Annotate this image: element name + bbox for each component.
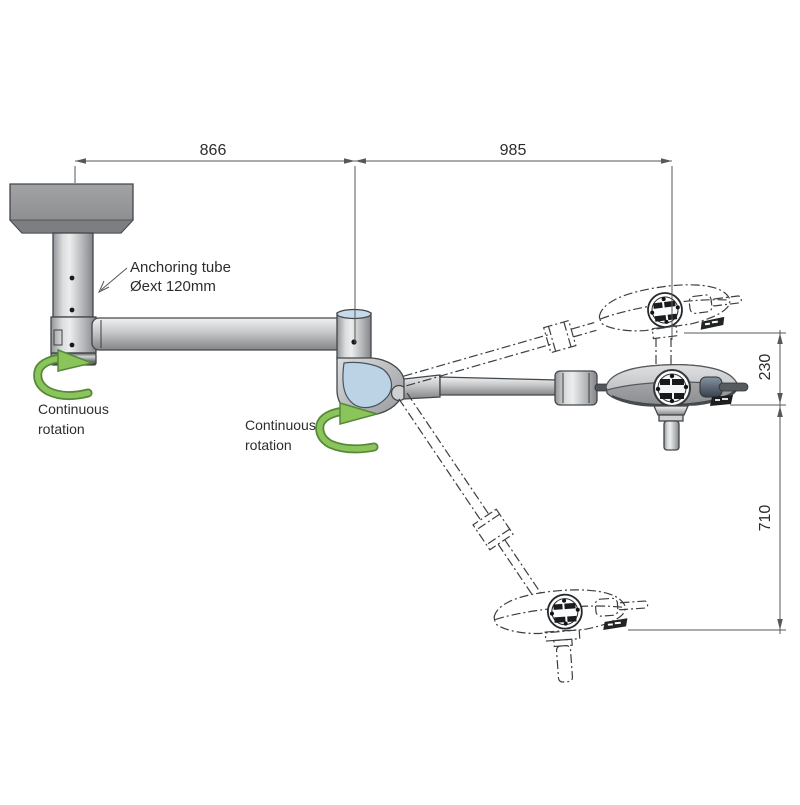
- screw-dot: [69, 275, 75, 281]
- sterile-handle: [652, 405, 690, 451]
- rotation-arrow-icon: [315, 401, 380, 454]
- arm-head-collar: [554, 370, 598, 406]
- rotation2-line2: rotation: [245, 437, 292, 453]
- light-head-upper-phantom: [598, 284, 742, 340]
- light-head-middle: [605, 338, 749, 451]
- rotation-label-1: Continuous rotation: [38, 401, 109, 437]
- rotation-label-2: Continuous rotation: [245, 417, 316, 453]
- phantom-arm-lower: [398, 392, 542, 598]
- dimension-866: 866: [200, 142, 227, 159]
- rotation-arrow-icon: [33, 348, 95, 401]
- sterile-handle-phantom: [544, 629, 581, 683]
- dimension-985: 985: [500, 142, 527, 159]
- head-connector-phantom: [546, 593, 583, 630]
- central-joint: [336, 308, 372, 360]
- dimension-230: 230: [757, 354, 774, 381]
- side-handle-rod: [718, 382, 749, 392]
- rotation2-line1: Continuous: [245, 417, 316, 433]
- screw-dot: [69, 342, 75, 348]
- joint-top-cap: [336, 308, 372, 320]
- dimension-right: 230 710: [628, 330, 786, 634]
- anchoring-label-line1: Anchoring tube: [130, 259, 231, 276]
- anchoring-tube-callout: Anchoring tube Øext 120mm: [97, 259, 231, 295]
- screw-dot: [351, 339, 357, 345]
- dimension-top: 866 985: [74, 142, 673, 343]
- rotation1-line1: Continuous: [38, 401, 109, 417]
- head-connector: [653, 369, 691, 407]
- elbow: [336, 357, 408, 416]
- spring-arm: [403, 370, 628, 406]
- phantom-arm-upper: [403, 319, 597, 387]
- anchoring-label-line2: Øext 120mm: [130, 278, 216, 295]
- light-head-lower-phantom: [493, 589, 649, 683]
- ceiling-canopy: [9, 183, 134, 234]
- elbow-blue-panel: [342, 361, 393, 409]
- dimension-710: 710: [757, 505, 774, 532]
- brand-logo-patch: [710, 395, 733, 406]
- rotation1-line2: rotation: [38, 421, 85, 437]
- screw-dot: [69, 307, 75, 313]
- leader-arrow: [97, 280, 110, 294]
- head-connector-phantom: [647, 292, 683, 328]
- horizontal-arm: [91, 317, 351, 351]
- anchoring-tube: [52, 232, 94, 318]
